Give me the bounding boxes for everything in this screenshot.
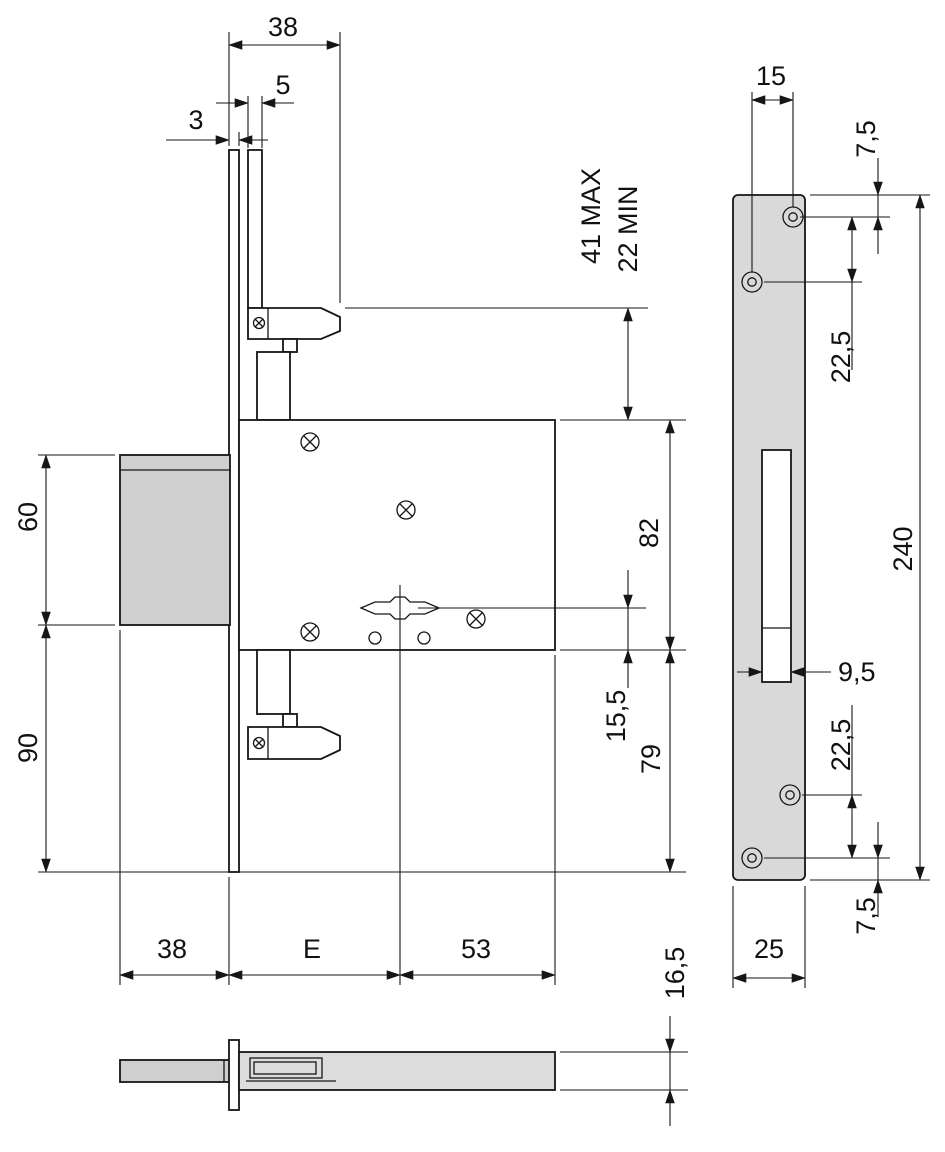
faceplate-profile [228,1039,240,1111]
screw-hole-icon [741,847,763,869]
lock-case [238,419,556,651]
vertical-rod [247,149,263,309]
extension-lines-bottom [560,1051,688,1091]
pin-hole [417,631,431,645]
screw-icon [300,622,320,642]
hook-screw-icon [252,316,266,330]
cylinder-core [253,1061,317,1075]
dim-label-rod-thickness: 5 [275,70,290,100]
pin-hole [368,631,382,645]
dim-label-backset: E [303,934,321,964]
screw-icon [396,500,416,520]
dim-label-lower-hole-pitch: 22,5 [826,719,856,772]
dim-label-90: 90 [13,733,43,763]
bolt-cutout [761,449,792,683]
dim-label-case-depth: 53 [461,934,491,964]
lower-hook [247,726,341,760]
front-view: 38 5 3 41 MAX 22 MIN 82 15,5 79 60 90 38… [13,12,686,985]
lower-block [256,649,291,715]
dim-label-hook-travel-min: 22 MIN [613,185,643,272]
dim-label-total-height: 240 [888,526,918,571]
profile-detail-lines [223,1060,336,1082]
deadbolt [119,454,231,626]
object-detail-lines [120,308,269,759]
dim-label-upper-hole-pitch: 22,5 [826,331,856,384]
screw-icon [300,432,320,452]
dim-label-hole-offset: 15 [756,61,786,91]
dim-label-hole-to-bottom: 7,5 [851,897,881,935]
screw-icon [466,609,486,629]
dim-label-15-5: 15,5 [601,690,631,743]
upper-notch [282,338,298,353]
cylinder-detail [249,1057,323,1079]
dim-label-hook-travel-max: 41 MAX [576,168,606,264]
dim-label-60: 60 [13,502,43,532]
dim-label-plate-width: 25 [754,934,784,964]
dim-label-plate-thickness: 3 [188,105,203,135]
strike-plate-view: 15 7,5 22,5 240 9,5 22,5 7,5 25 [732,61,930,988]
dim-label-top-to-hole: 7,5 [851,120,881,158]
bolt-profile [119,1059,233,1083]
extension-lines-plate [732,92,930,988]
hook-screw-icon [252,736,266,750]
dim-label-top-width: 38 [268,12,298,42]
dim-label-thickness: 16,5 [660,947,690,1000]
dim-label-82: 82 [634,518,664,548]
bottom-view: 16,5 [119,947,690,1126]
dim-label-bolt-throw: 38 [157,934,187,964]
upper-hook [247,307,341,340]
screw-hole-icon [779,784,801,806]
dim-label-slot-width: 9,5 [838,657,876,687]
dim-label-79: 79 [636,744,666,774]
lower-notch [282,713,298,728]
upper-block [256,351,291,421]
